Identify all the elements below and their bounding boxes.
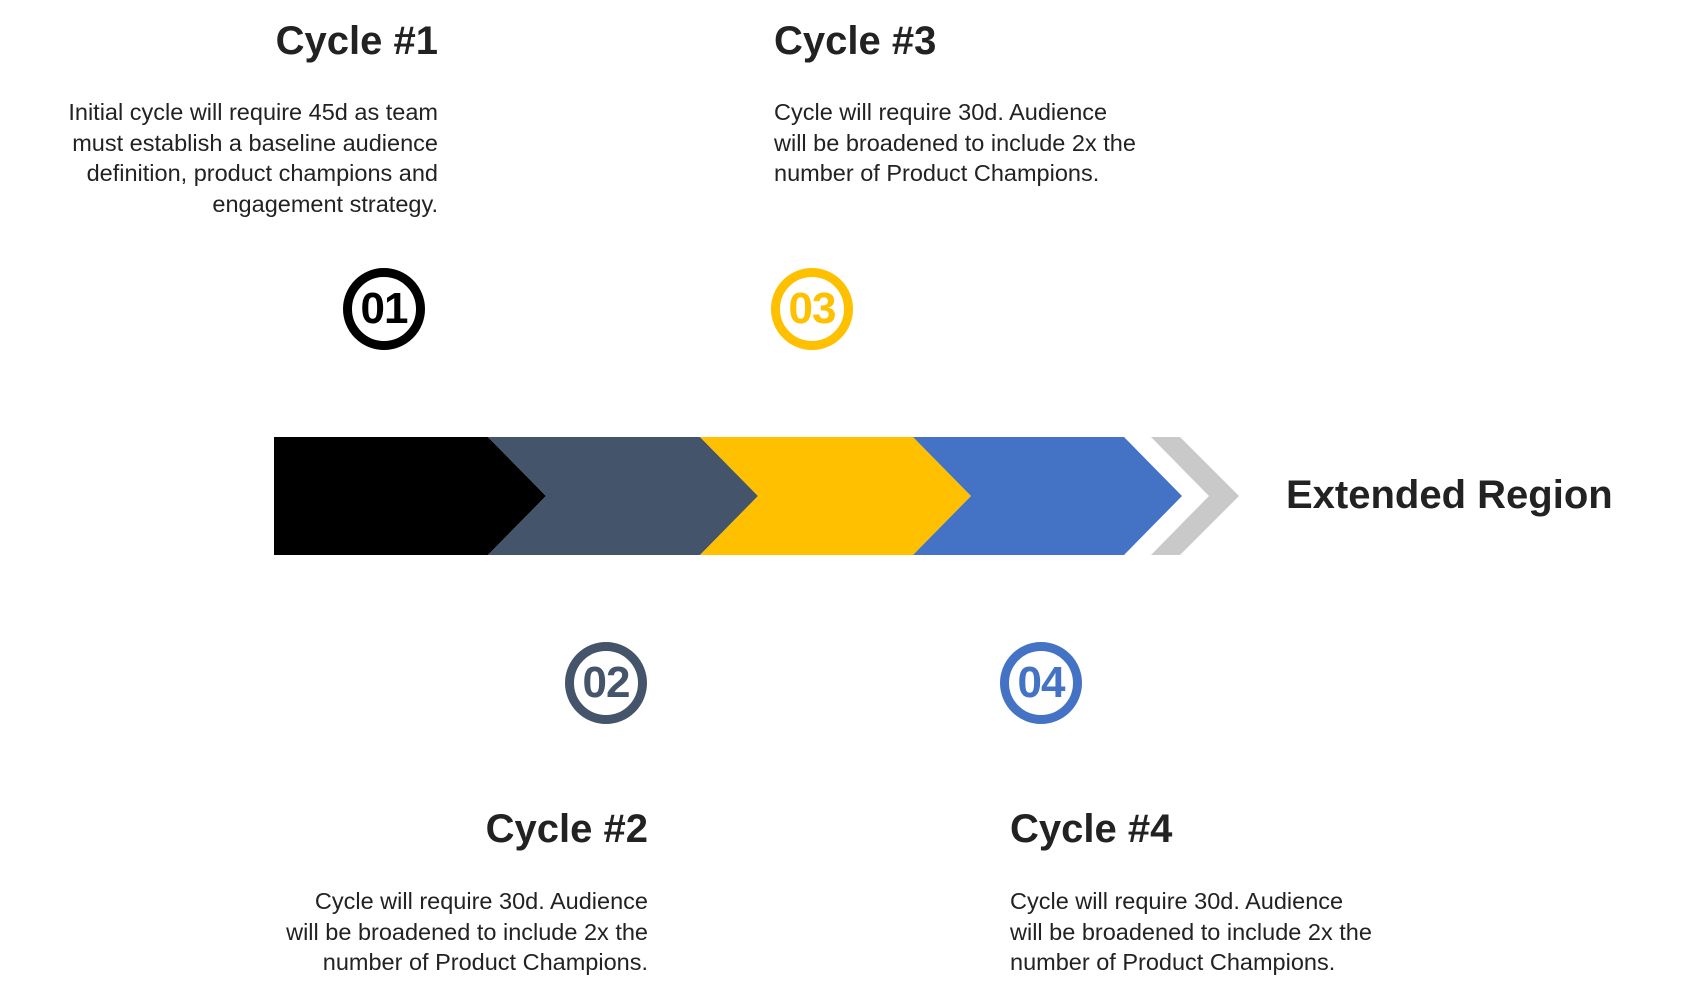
extended-region-label: Extended Region <box>1286 473 1613 517</box>
arrow-segment-cycle-2 <box>488 437 758 555</box>
cycle-1-number: 01 <box>360 284 409 333</box>
cycle-1-description: Initial cycle will require 45d as team m… <box>68 99 438 217</box>
cycle-1-title: Cycle #1 <box>275 19 438 63</box>
cycle-2-title: Cycle #2 <box>485 807 648 851</box>
cycle-3-description: Cycle will require 30d. Audience will be… <box>774 99 1136 186</box>
cycle-3-number: 03 <box>788 284 837 333</box>
cycle-4-description: Cycle will require 30d. Audience will be… <box>1010 888 1372 975</box>
cycle-3-title: Cycle #3 <box>774 19 937 63</box>
cycle-4-title: Cycle #4 <box>1010 807 1173 851</box>
cycle-2-badge: 02 <box>565 642 647 724</box>
cycle-1-badge: 01 <box>343 268 425 350</box>
arrow-segment-cycle-3 <box>700 437 971 555</box>
cycle-4-badge: 04 <box>1000 642 1082 724</box>
cycle-4-number: 04 <box>1017 658 1066 707</box>
arrow-segment-extended-region <box>1151 437 1239 555</box>
arrow-segment-cycle-4 <box>913 437 1182 555</box>
cycle-2-number: 02 <box>582 658 631 707</box>
cycle-3-badge: 03 <box>771 268 853 350</box>
arrow-segment-cycle-1 <box>274 437 546 555</box>
cycle-2-description: Cycle will require 30d. Audience will be… <box>286 888 648 975</box>
